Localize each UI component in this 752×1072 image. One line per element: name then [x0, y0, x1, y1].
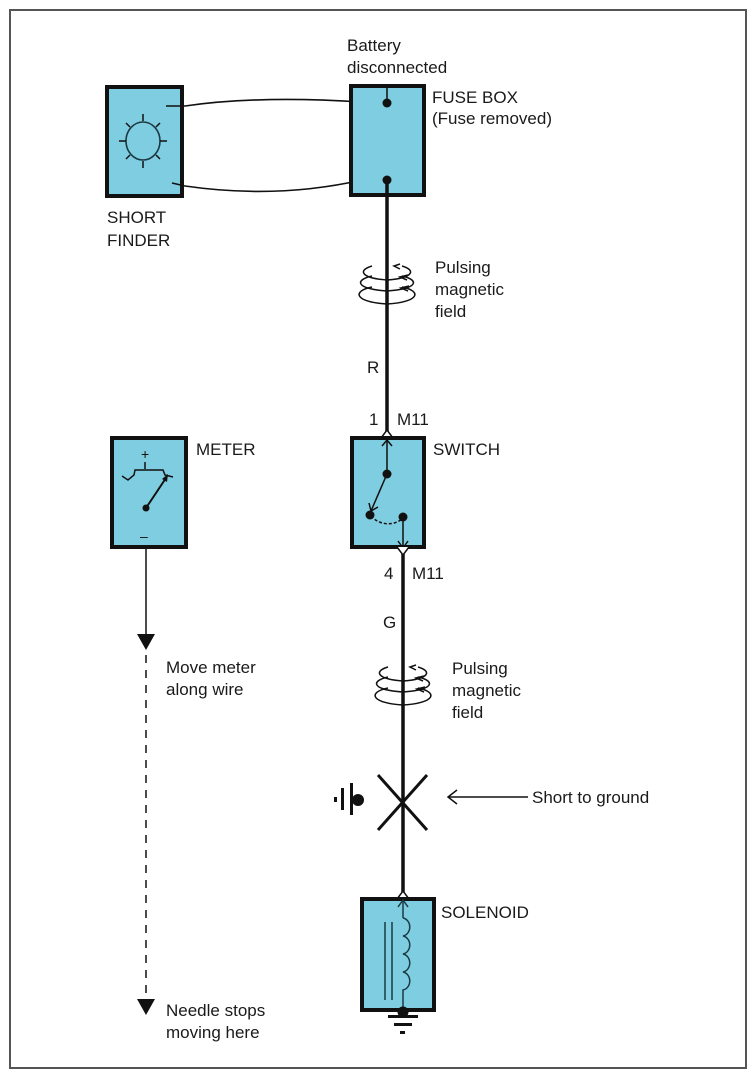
fuse-box-label-1: FUSE BOX — [432, 88, 518, 107]
pin-number-lower: 4 — [384, 564, 393, 583]
fuse-box-label-2: (Fuse removed) — [432, 109, 552, 128]
needle-stops-note-2: moving here — [166, 1023, 260, 1042]
solenoid-box — [360, 897, 436, 1012]
battery-note-1: Battery — [347, 36, 401, 55]
short-finder: SHORT FINDER — [105, 85, 184, 250]
field-note-lower-1: Pulsing — [452, 659, 508, 678]
switch-label: SWITCH — [433, 440, 500, 459]
field-note-upper-2: magnetic — [435, 280, 504, 299]
short-finder-label-1: SHORT — [107, 208, 166, 227]
ground-icon — [334, 783, 364, 815]
wire-color-code-upper: R — [367, 358, 379, 377]
fuse-box: Battery disconnected FUSE BOX (Fuse remo… — [347, 36, 552, 197]
needle-stops-note-1: Needle stops — [166, 1001, 265, 1020]
battery-note-2: disconnected — [347, 58, 447, 77]
fuse-terminal-upper — [382, 98, 392, 108]
connector-upper: M11 — [397, 410, 429, 429]
lamp-icon — [119, 114, 167, 168]
wire-color-code-lower: G — [383, 613, 396, 632]
solenoid-ground-icon — [388, 1015, 418, 1034]
meter: + – METER — [110, 436, 256, 549]
field-note-upper-1: Pulsing — [435, 258, 491, 277]
short-to-ground-label: Short to ground — [532, 788, 649, 807]
short-finder-label-2: FINDER — [107, 231, 170, 250]
solenoid-coil-icon — [384, 898, 411, 1010]
meter-needle-icon — [121, 462, 174, 509]
meter-minus: – — [140, 528, 148, 544]
short-finder-box — [105, 85, 184, 198]
needle-stop-arrow-icon — [137, 999, 155, 1015]
move-meter-note-2: along wire — [166, 680, 244, 699]
magnetic-field-icon-lower — [374, 664, 432, 706]
solenoid: SOLENOID — [360, 889, 529, 1034]
short-to-ground-mark — [376, 774, 429, 831]
field-note-upper-3: field — [435, 302, 466, 321]
solenoid-label: SOLENOID — [441, 903, 529, 922]
field-note-lower-2: magnetic — [452, 681, 521, 700]
pin-number-upper: 1 — [369, 410, 378, 429]
short-finder-lead-upper — [166, 98, 363, 107]
switch-box — [350, 436, 426, 549]
move-arrow-icon — [137, 634, 155, 650]
meter-label: METER — [196, 440, 256, 459]
meter-plus: + — [141, 446, 149, 462]
field-note-lower-3: field — [452, 703, 483, 722]
switch: SWITCH — [350, 428, 500, 557]
move-meter-note-1: Move meter — [166, 658, 256, 677]
connector-lower: M11 — [412, 564, 444, 583]
short-pointer-arrow-icon — [446, 789, 458, 805]
short-finder-lead-lower — [171, 179, 363, 193]
meter-box — [110, 436, 188, 549]
magnetic-field-icon-upper — [358, 263, 416, 305]
